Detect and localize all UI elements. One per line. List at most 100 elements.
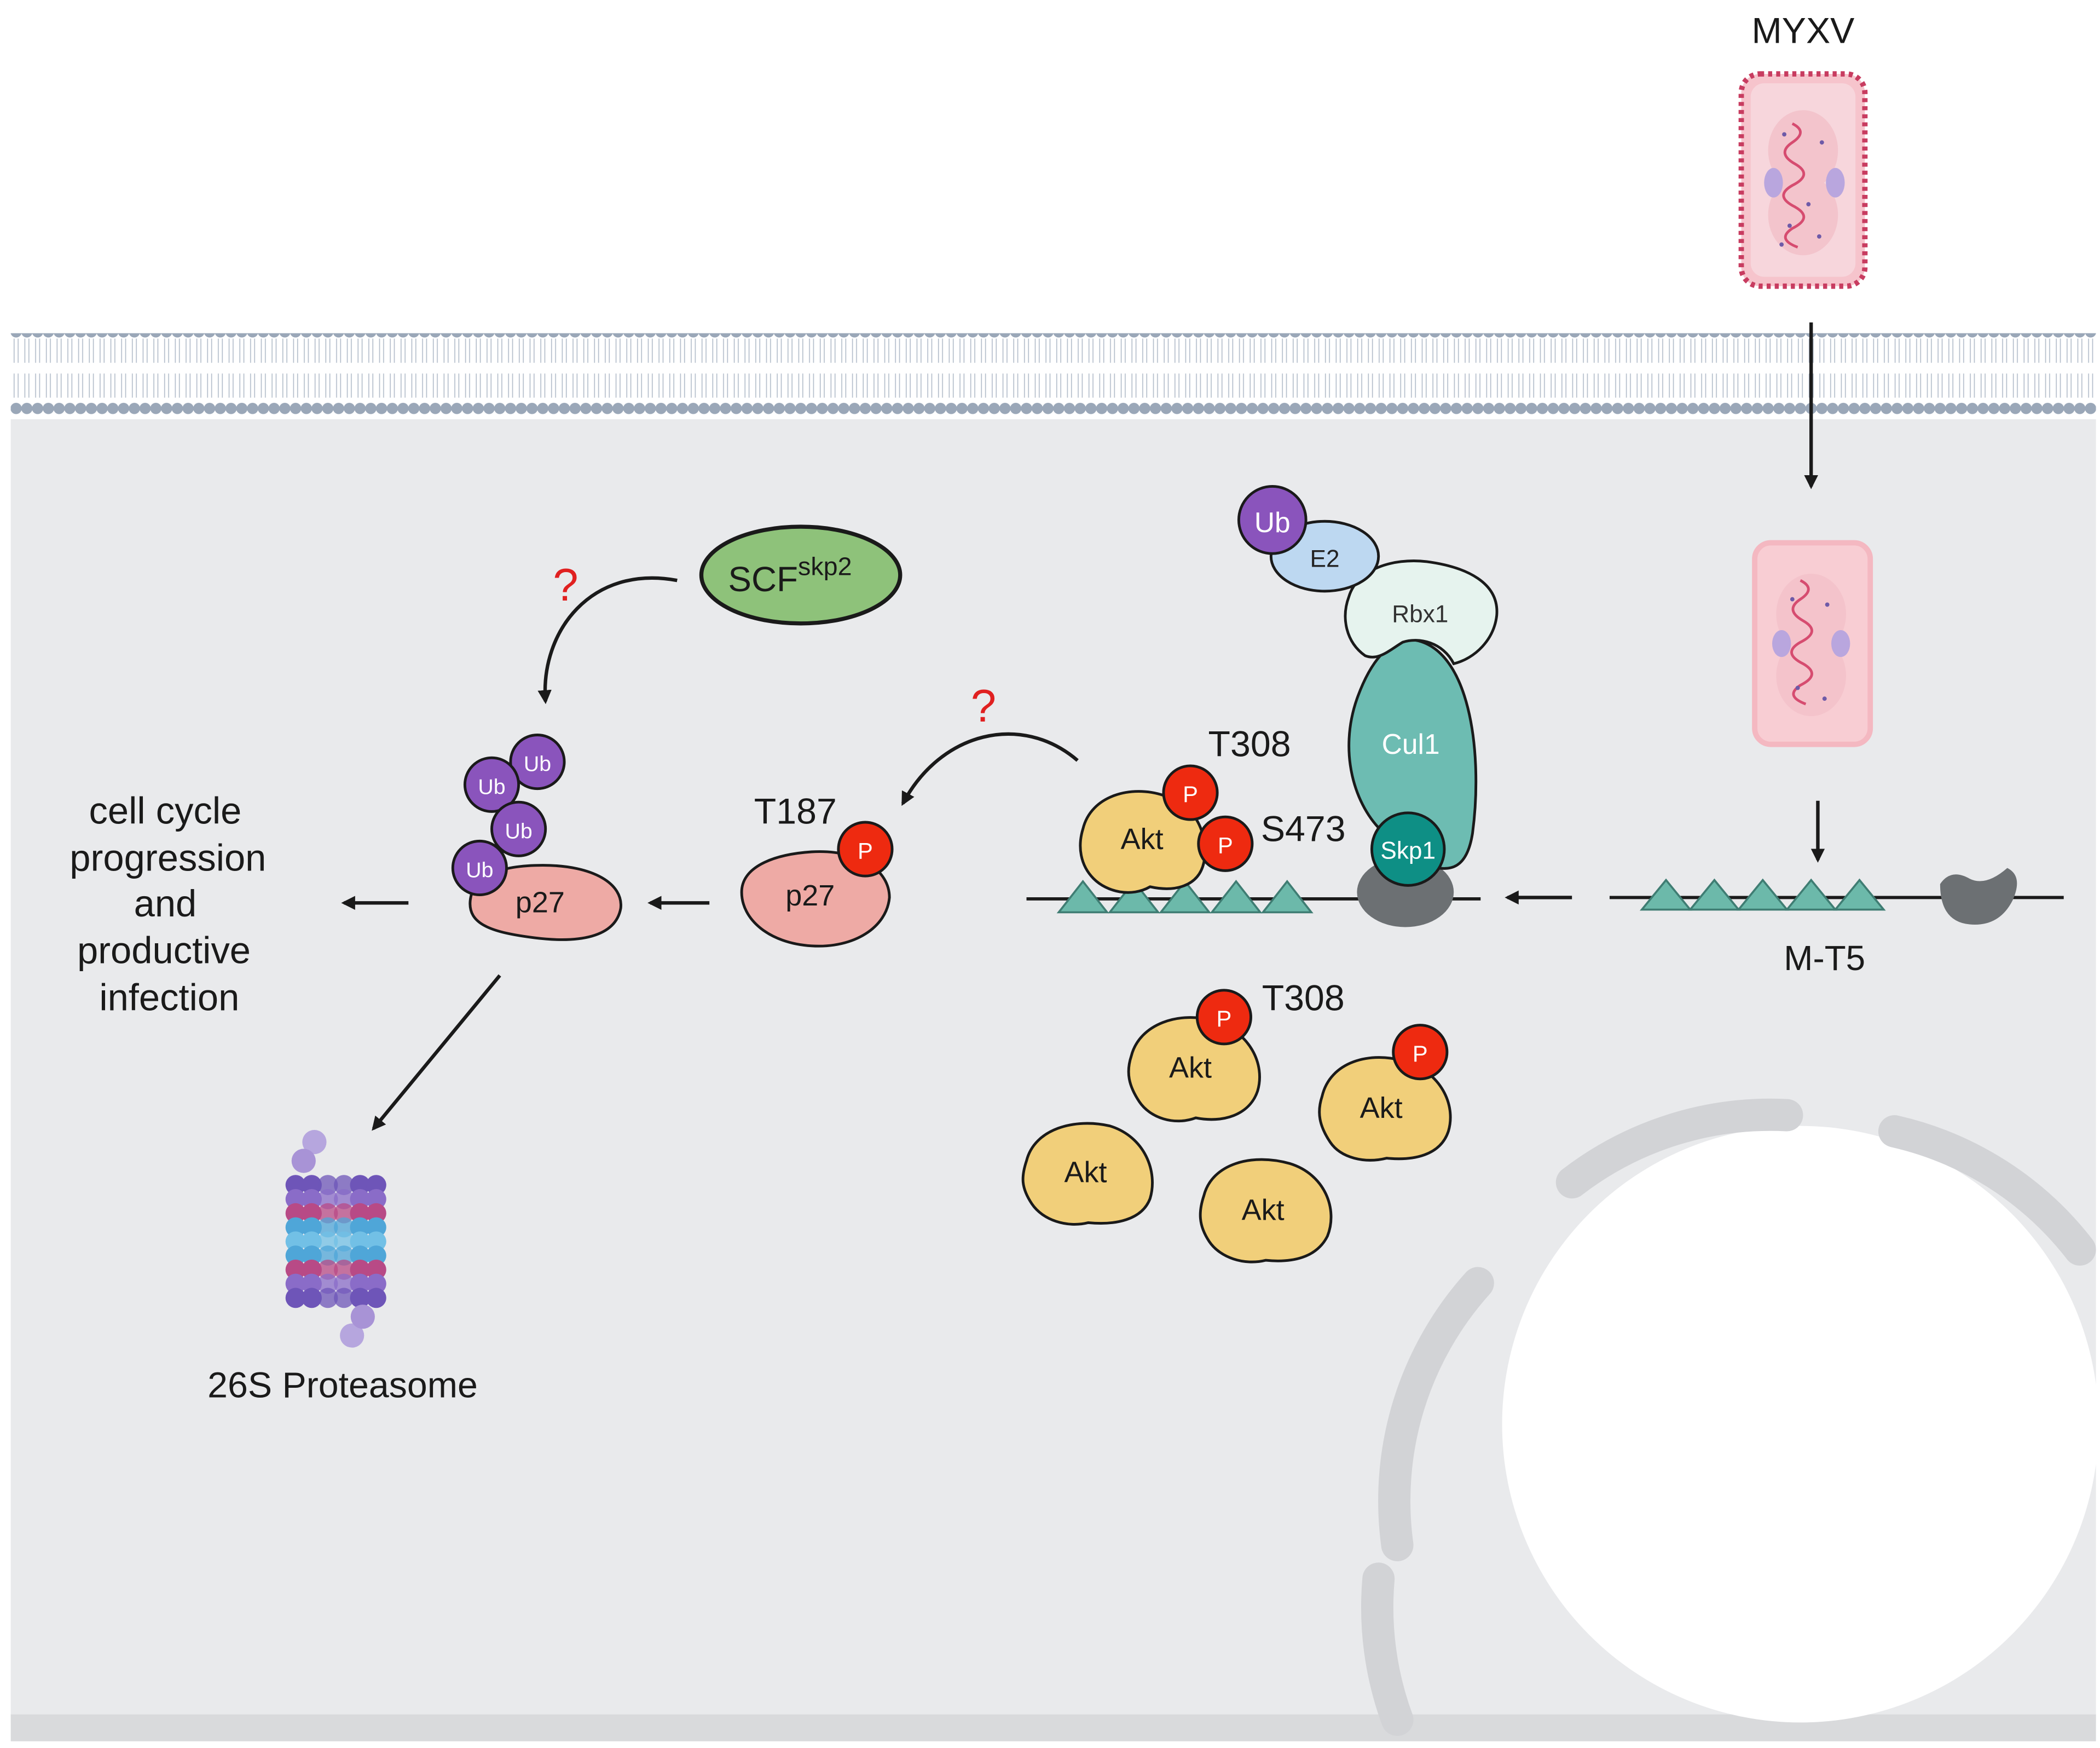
proteasome-subunit <box>302 1203 322 1224</box>
proteasome-subunit <box>317 1231 338 1252</box>
ub-on-e2-label: Ub <box>1254 506 1291 538</box>
proteasome-subunit <box>350 1175 371 1196</box>
outcome-line-2: progression <box>70 836 266 879</box>
proteasome-subunit <box>350 1273 371 1294</box>
site-akt-free-1: T308 <box>1262 978 1345 1019</box>
proteasome-subunit <box>334 1273 354 1294</box>
phospho-t187 <box>837 821 894 878</box>
proteasome-subunit <box>285 1273 306 1294</box>
scf-skp2-label: SCFskp2 <box>728 552 852 598</box>
proteasome-label: 26S Proteasome <box>207 1365 478 1405</box>
site-s473-bound: S473 <box>1261 809 1346 849</box>
proteasome-subunit <box>366 1231 386 1252</box>
outcome-text: cell cycle progression and productive in… <box>70 789 266 1018</box>
outcome-line-4: productive <box>77 930 251 972</box>
proteasome-subunit <box>302 1245 322 1266</box>
proteasome-subunit <box>317 1259 338 1280</box>
question-mark-akt: ? <box>971 680 996 731</box>
proteasome-subunit <box>285 1203 306 1224</box>
proteasome-subunit <box>350 1245 371 1266</box>
proteasome-subunit <box>350 1203 371 1224</box>
p27-phospho-label: p27 <box>785 879 835 912</box>
m-t5-label: M-T5 <box>1784 938 1865 978</box>
p27-to-proteasome-arrow <box>372 974 501 1131</box>
proteasome-subunit <box>317 1217 338 1238</box>
proteasome-subunit <box>366 1203 386 1224</box>
akt-free-4 <box>1199 1158 1333 1264</box>
site-t308-bound: T308 <box>1208 724 1291 765</box>
intracellular-virion <box>1752 540 1873 747</box>
ub-tag-2 <box>463 756 520 813</box>
ub-tag-1 <box>509 734 566 791</box>
rbx1-label: Rbx1 <box>1392 601 1448 627</box>
ub-tag-4 <box>451 839 508 896</box>
proteasome-subunit <box>350 1189 371 1209</box>
cell-bottom-edge <box>10 1714 2096 1741</box>
proteasome-subunit <box>285 1288 306 1308</box>
akt-free-4-label: Akt <box>1242 1193 1285 1226</box>
proteasome-subunit <box>366 1259 386 1280</box>
proteasome-subunit <box>350 1231 371 1252</box>
proteasome-subunit <box>334 1203 354 1224</box>
proteasome-subunit <box>366 1189 386 1209</box>
e2-label: E2 <box>1310 546 1340 573</box>
proteasome-subunit <box>366 1273 386 1294</box>
rbx1-subunit <box>1344 559 1499 666</box>
p27-phospho <box>740 850 891 948</box>
proteasome-subunit <box>302 1288 322 1308</box>
proteasome-subunit <box>334 1231 354 1252</box>
site-t187: T187 <box>754 791 837 832</box>
proteasome-subunit <box>317 1245 338 1266</box>
proteasome-subunit <box>285 1189 306 1209</box>
akt-to-p27-arrow <box>901 732 1079 806</box>
phospho-akt-free-2-label: P <box>1413 1041 1428 1066</box>
proteasome-subunit <box>317 1189 338 1209</box>
proteasome-subunit <box>317 1288 338 1308</box>
proteasome-subunit <box>366 1288 386 1308</box>
proteasome-subunit <box>334 1217 354 1238</box>
scf-skp2-complex <box>699 524 903 626</box>
akt-free-2 <box>1318 1056 1452 1162</box>
proteasome-subunit <box>350 1259 371 1280</box>
phospho-t308-bound-label: P <box>1183 781 1198 807</box>
proteasome-subunit <box>366 1217 386 1238</box>
ub-tag-3 <box>490 800 547 857</box>
cul1-label: Cul1 <box>1382 728 1440 760</box>
proteasome-subunit <box>285 1259 306 1280</box>
ub-tag-3-label: Ub <box>505 819 532 843</box>
proteasome-subunit <box>334 1175 354 1196</box>
proteasome-icon <box>285 1130 386 1348</box>
phospho-t187-label: P <box>858 838 873 863</box>
ub-on-e2 <box>1237 484 1308 555</box>
akt-free-1-label: Akt <box>1169 1051 1212 1084</box>
proteasome-subunit <box>302 1273 322 1294</box>
akt-free-2-label: Akt <box>1360 1092 1403 1124</box>
myxv-virion <box>1738 71 1868 289</box>
nucleus <box>1361 1098 2099 1736</box>
outcome-line-5: infection <box>99 977 239 1019</box>
akt-bound <box>1079 790 1207 894</box>
phospho-akt-free-1 <box>1195 989 1252 1046</box>
ub-tag-4-label: Ub <box>466 858 493 882</box>
ub-tag-1-label: Ub <box>524 752 551 776</box>
phospho-s473-bound <box>1197 815 1254 872</box>
proteasome-subunit <box>317 1273 338 1294</box>
proteasome-subunit <box>350 1288 371 1308</box>
proteasome-subunit <box>334 1259 354 1280</box>
phospho-akt-free-2 <box>1392 1024 1449 1081</box>
proteasome-subunit <box>334 1189 354 1209</box>
scf-superscript: skp2 <box>798 552 852 580</box>
akt-free-3 <box>1021 1122 1154 1226</box>
proteasome-subunit <box>317 1203 338 1224</box>
proteasome-subunit <box>302 1217 322 1238</box>
scf-label: SCF <box>728 559 798 599</box>
proteasome-subunit <box>334 1245 354 1266</box>
proteasome-subunit <box>285 1231 306 1252</box>
proteasome-subunit <box>302 1175 322 1196</box>
proteasome-subunit <box>350 1217 371 1238</box>
proteasome-subunit <box>366 1245 386 1266</box>
proteasome-subunit <box>317 1175 338 1196</box>
p27-ubiquitinated <box>468 864 622 941</box>
akt-free-3-label: Akt <box>1065 1156 1107 1189</box>
skp1-subunit <box>1370 811 1446 887</box>
